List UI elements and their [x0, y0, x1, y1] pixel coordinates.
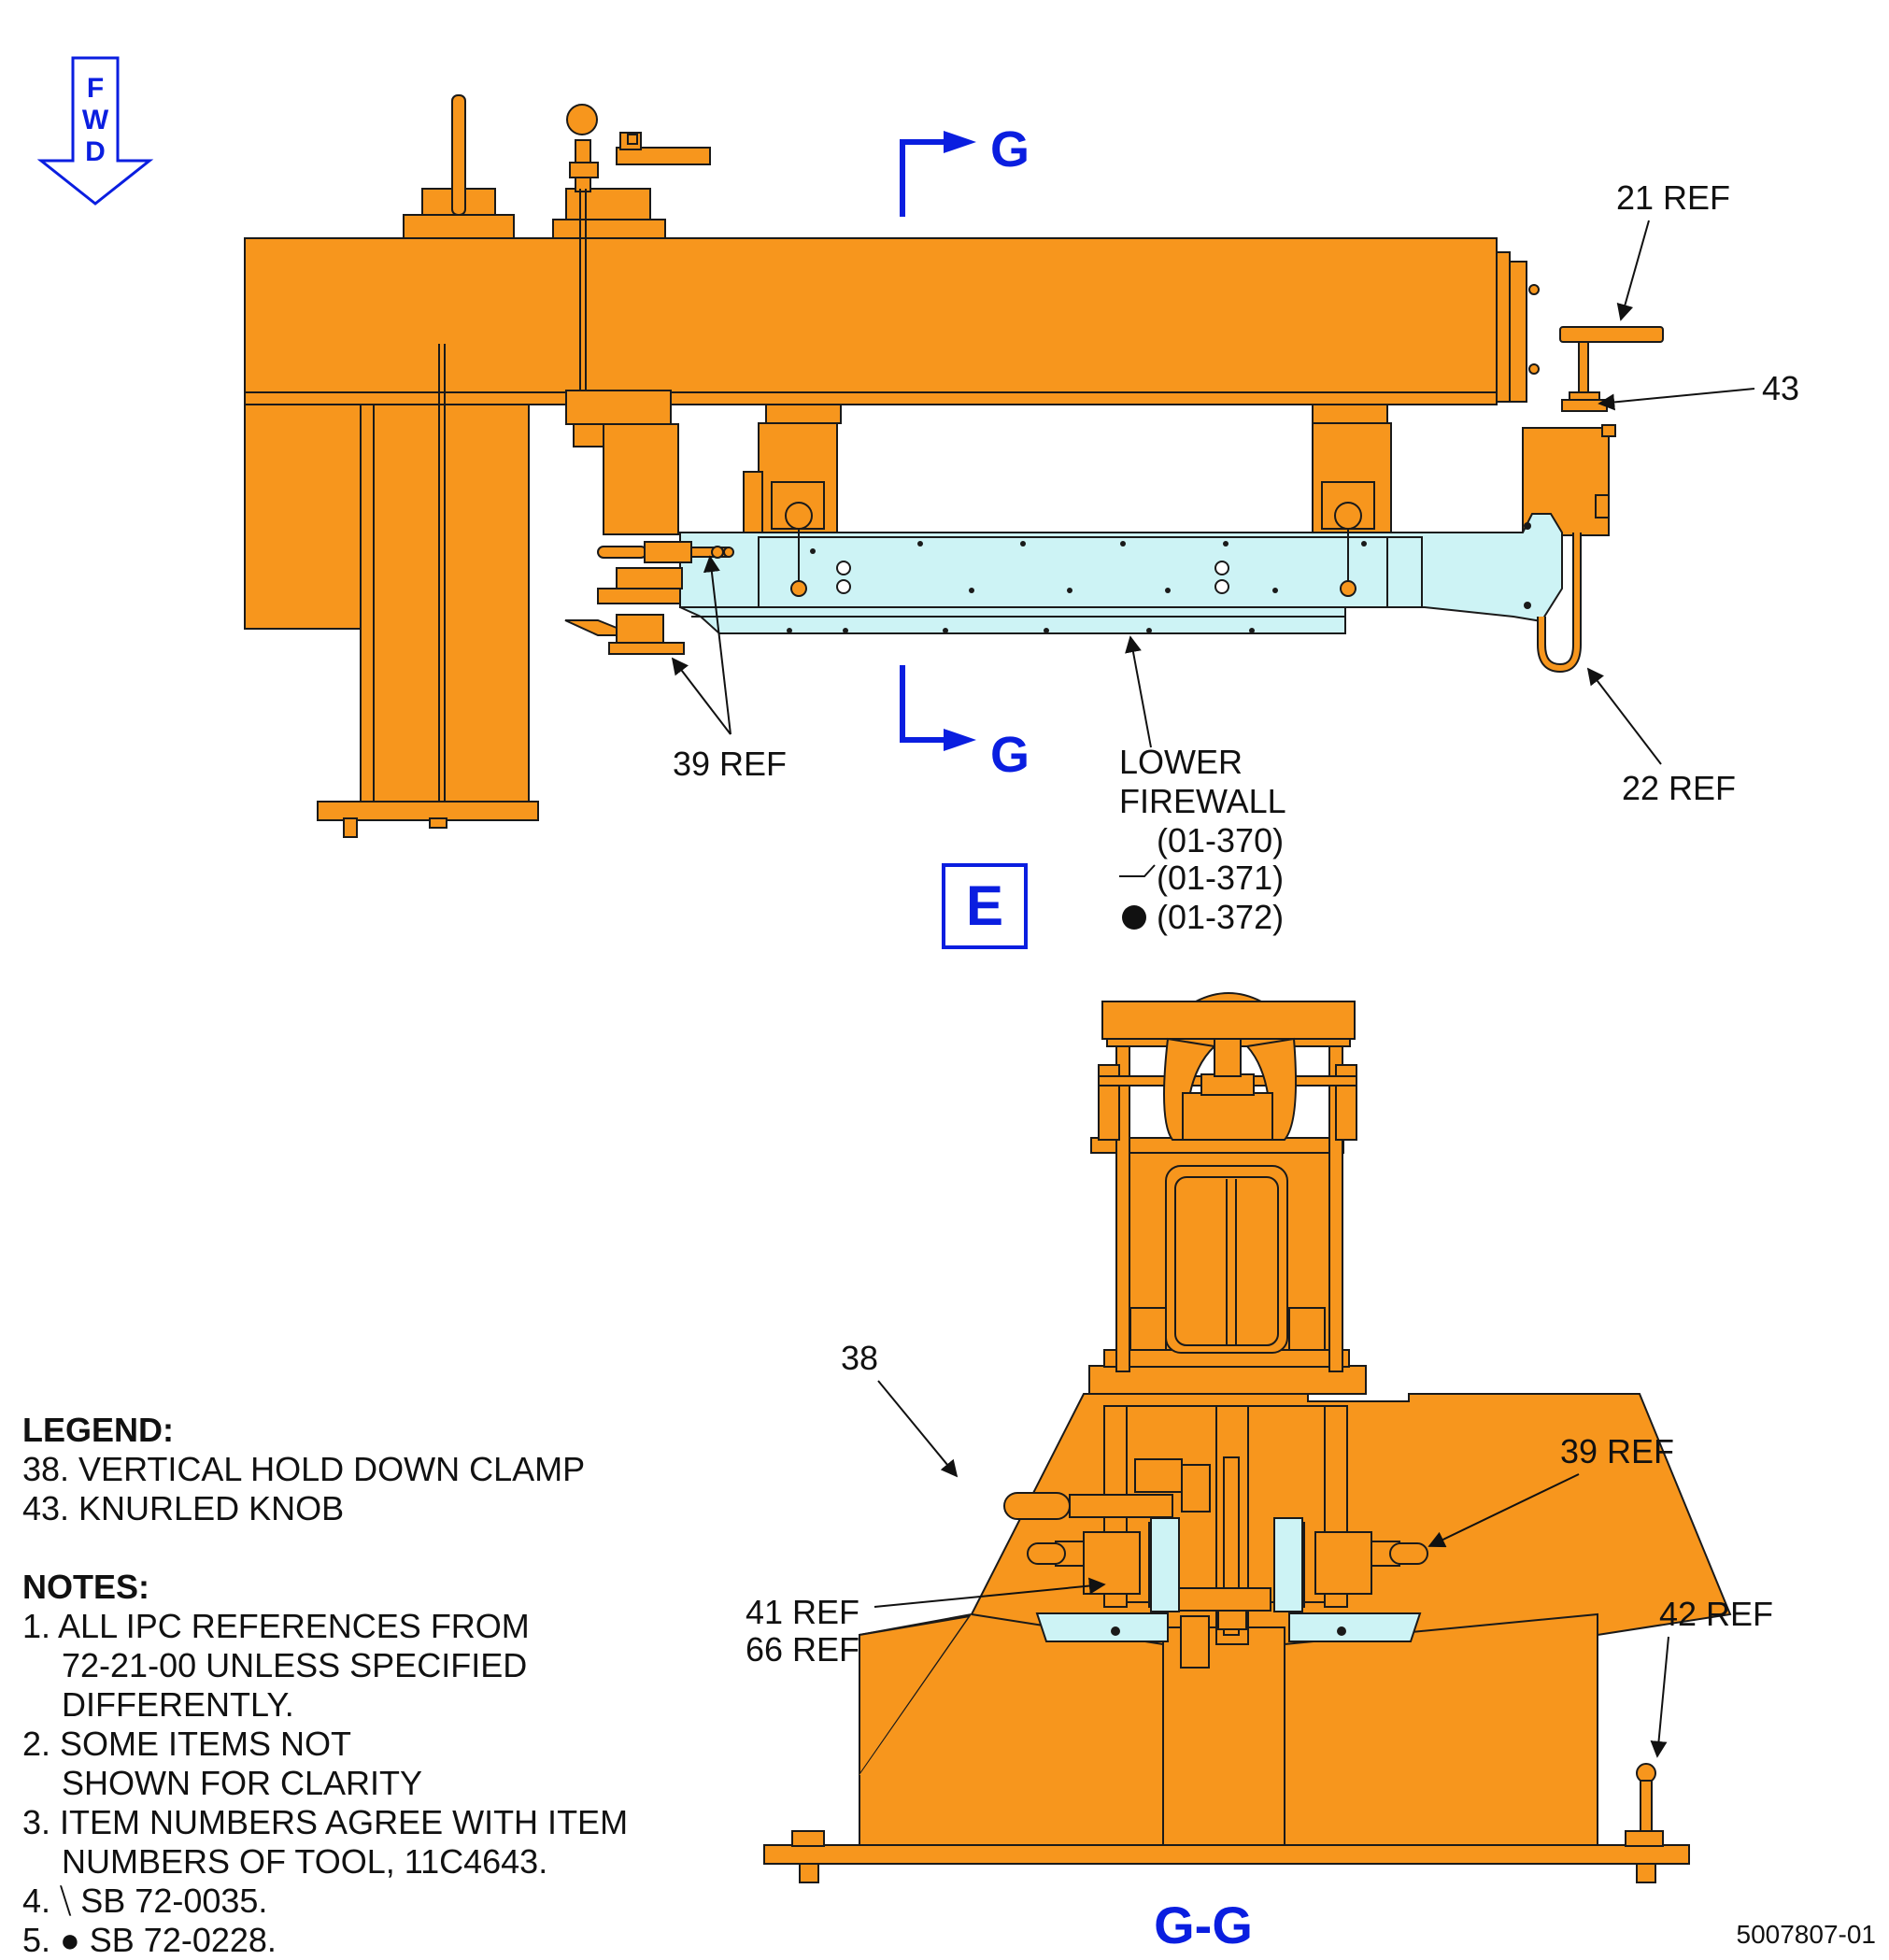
lower-firewall [679, 513, 1563, 634]
legend-title: LEGEND: [22, 1411, 174, 1449]
callout-21-ref: 21 REF [1616, 178, 1730, 217]
left-support-body [244, 404, 367, 630]
g-g-firewall [1035, 1517, 1422, 1642]
note-3-line1: 3. ITEM NUMBERS AGREE WITH ITEM [22, 1803, 629, 1841]
view-label-box [942, 863, 1028, 949]
note-3-line2: NUMBERS OF TOOL, 11C4643. [62, 1842, 548, 1881]
callout-22-ref: 22 REF [1622, 769, 1736, 807]
firewall-ipc-371: (01-371) [1157, 859, 1284, 897]
lower-firewall-label-line1: LOWER [1119, 743, 1243, 781]
drawing-number: 5007807-01 [1737, 1920, 1876, 1949]
legend-notes-block: LEGEND: 38. VERTICAL HOLD DOWN CLAMP 43.… [22, 1411, 732, 1960]
callout-41-ref: 41 REF [746, 1593, 859, 1631]
firewall-ipc-372: (01-372) [1157, 898, 1284, 936]
note-1-line2: 72-21-00 UNLESS SPECIFIED [62, 1646, 528, 1684]
note-4: 4. ⧹ SB 72-0035. [22, 1882, 268, 1920]
view-e-leaders [671, 220, 1755, 877]
section-cut-marks [900, 131, 976, 751]
callout-66-ref: 66 REF [746, 1630, 859, 1669]
note-1-line3: DIFFERENTLY. [62, 1685, 294, 1724]
section-title-g-g: G-G [1154, 1896, 1253, 1954]
section-g-g-fixture [763, 992, 1732, 1883]
note-5: 5. ● SB 72-0228. [22, 1921, 277, 1959]
pin-42 [1636, 1763, 1656, 1832]
lower-firewall-label-line2: FIREWALL [1119, 782, 1286, 820]
main-beam [244, 237, 1498, 405]
note-2-line1: 2. SOME ITEMS NOT [22, 1725, 352, 1763]
notes-title: NOTES: [22, 1568, 150, 1606]
fwd-letter-d: D [85, 136, 106, 167]
view-e-clamps [564, 481, 1582, 674]
section-mark-top: G [990, 121, 1030, 178]
legend-item: 38. VERTICAL HOLD DOWN CLAMP [22, 1450, 586, 1488]
fwd-arrow: F W D [36, 56, 154, 206]
g-g-base [763, 1844, 1690, 1865]
fwd-letter-f: F [87, 73, 104, 104]
sb-dot-icon [1122, 905, 1146, 930]
callout-38: 38 [841, 1339, 878, 1377]
legend-item: 43. KNURLED KNOB [22, 1489, 345, 1527]
note-1-line1: 1. ALL IPC REFERENCES FROM [22, 1607, 530, 1645]
callout-42-ref: 42 REF [1659, 1595, 1773, 1633]
callout-39-ref-top: 39 REF [673, 745, 787, 783]
view-label: E [966, 874, 1003, 937]
g-g-leaders [873, 1380, 1669, 1758]
callout-43: 43 [1762, 369, 1799, 407]
left-base [317, 801, 539, 821]
section-mark-bottom: G [990, 727, 1030, 783]
view-e-fixture [244, 94, 1664, 838]
note-2-line2: SHOWN FOR CLARITY [62, 1764, 423, 1802]
firewall-ipc-370: (01-370) [1157, 821, 1284, 859]
callout-39-ref-bottom: 39 REF [1560, 1432, 1674, 1470]
fwd-letter-w: W [82, 105, 109, 135]
